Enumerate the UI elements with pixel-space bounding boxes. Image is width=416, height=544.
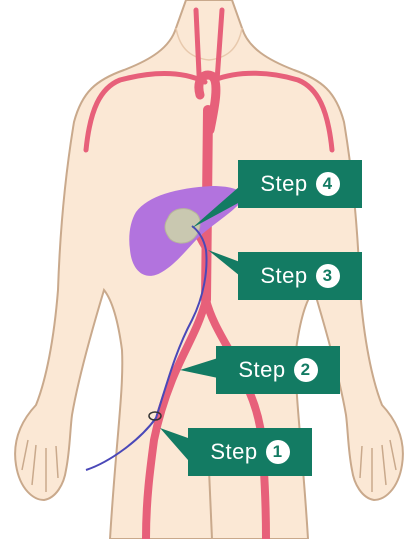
step3-label: Step 3 [238, 252, 362, 300]
step2-text: Step [238, 357, 285, 383]
step1-label: Step 1 [188, 428, 312, 476]
step4-label: Step 4 [238, 160, 362, 208]
step1-text: Step [210, 439, 257, 465]
step2-number: 2 [294, 358, 318, 382]
step1-number: 1 [266, 440, 290, 464]
step3-text: Step [260, 263, 307, 289]
step4-text: Step [260, 171, 307, 197]
step2-label: Step 2 [216, 346, 340, 394]
step4-number: 4 [316, 172, 340, 196]
step3-number: 3 [316, 264, 340, 288]
